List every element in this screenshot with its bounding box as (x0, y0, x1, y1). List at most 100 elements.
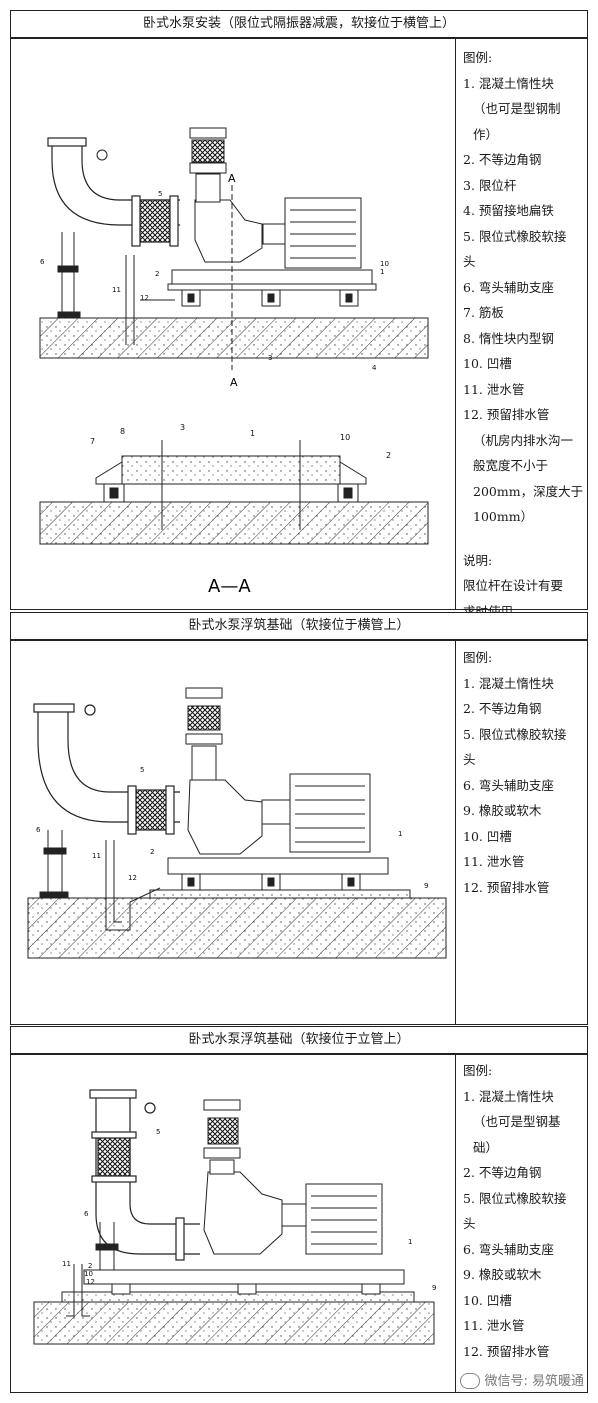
callout: 2 (150, 848, 154, 856)
section-mark: A (230, 376, 238, 389)
panel1-callouts: 5 6 2 10 1 11 12 3 4 (40, 190, 389, 372)
legend-item: 础） (473, 1139, 499, 1155)
note-line: 限位杆在设计有要 (463, 578, 564, 593)
spring-isolators (111, 1283, 381, 1295)
suction-pipe (89, 1089, 200, 1261)
legend-item: 头 (463, 752, 476, 767)
panel1-drawing: 5 6 2 10 1 11 12 3 4 A A 7 8 3 1 10 2 A—… (39, 127, 429, 597)
drain-pipe (66, 1264, 90, 1317)
callout: 9 (432, 1284, 436, 1292)
legend-item: 7. 筋板 (463, 305, 504, 320)
legend-item: 10. 凹槽 (463, 828, 512, 844)
panel3-legend: 图例: 1. 混凝土惰性块 （也可是型钢基 础） 2. 不等边角钢 5. 限位式… (463, 1058, 588, 1364)
drain-pipe (105, 840, 161, 931)
callout: 9 (424, 882, 428, 890)
panel3-callouts: 5 6 11 2 10 12 1 9 (62, 1128, 436, 1292)
legend-item: 头 (463, 254, 476, 269)
legend-item: 200mm，深度大于 (473, 483, 584, 499)
callout: 5 (156, 1128, 160, 1136)
panel3-divider (455, 1054, 456, 1393)
panel1-title: 卧式水泵安装（限位式隔振器减震，软接位于横管上） (10, 10, 588, 38)
callout: 1 (380, 268, 384, 276)
legend-item: 5. 限位式橡胶软接 (463, 726, 567, 742)
legend-item: 1. 混凝土惰性块 (463, 75, 554, 91)
panel2-title: 卧式水泵浮筑基础（软接位于横管上） (10, 612, 588, 640)
callout: 8 (120, 427, 125, 436)
callout: 2 (155, 270, 159, 278)
legend-item: 6. 弯头辅助支座 (463, 1241, 554, 1257)
legend-item: 11. 泄水管 (463, 381, 525, 397)
spring-isolators (181, 289, 359, 307)
inertia-block (83, 1269, 405, 1285)
callout: 11 (92, 852, 101, 860)
motor (281, 1183, 383, 1255)
section-mark: A (228, 172, 236, 185)
legend-item: 11. 泄水管 (463, 854, 525, 869)
callout: 11 (112, 286, 121, 294)
callout: 1 (408, 1238, 412, 1246)
callout: 10 (84, 1270, 93, 1278)
legend-item: 1. 混凝土惰性块 (463, 1088, 554, 1104)
section-inertia-block (121, 455, 341, 485)
callout: 6 (84, 1210, 89, 1218)
legend-item: 6. 弯头辅助支座 (463, 279, 554, 295)
callout: 7 (90, 437, 95, 446)
legend-item: 4. 预留接地扁铁 (463, 203, 554, 218)
legend-item: （也可是型钢制 (473, 101, 561, 116)
callout: 10 (380, 260, 389, 268)
legend-item: 作） (473, 126, 499, 142)
watermark-text: 微信号: 易筑暖通 (484, 1373, 584, 1389)
legend-title: 图例: (463, 1063, 493, 1078)
panel2-drawing: 6 5 11 2 12 1 9 (27, 687, 447, 959)
note-title: 说明: (463, 552, 493, 568)
elbow-support (57, 232, 81, 319)
section-label: A—A (208, 576, 251, 597)
panel2-callouts: 6 5 11 2 12 1 9 (36, 766, 428, 890)
callout: 2 (386, 451, 391, 460)
panel1-divider (455, 38, 456, 610)
drain-pipe (96, 149, 175, 345)
inertia-block (167, 857, 389, 875)
panel2-legend: 图例: 1. 混凝土惰性块 2. 不等边角钢 5. 限位式橡胶软接 头 6. 弯… (463, 645, 588, 900)
legend-item: 头 (463, 1216, 476, 1231)
callout: 12 (140, 294, 149, 302)
callout: 2 (88, 1262, 92, 1270)
section-isolators (95, 461, 367, 503)
legend-title: 图例: (463, 50, 493, 65)
callout: 5 (158, 190, 162, 198)
legend-item: 9. 橡胶或软木 (463, 803, 542, 818)
elbow-support (95, 1222, 119, 1270)
legend-item: 8. 惰性块内型钢 (463, 330, 554, 346)
pump (189, 127, 263, 263)
callout: 3 (180, 423, 185, 432)
callout: 6 (40, 258, 45, 266)
legend-item: 2. 不等边角钢 (463, 1165, 542, 1180)
inertia-block (171, 269, 373, 285)
spring-isolators (181, 873, 361, 891)
legend-item: 2. 不等边角钢 (463, 152, 542, 167)
callout: 1 (398, 830, 402, 838)
callout: 11 (62, 1260, 71, 1268)
legend-item: 9. 橡胶或软木 (463, 1267, 542, 1282)
callout: 12 (128, 874, 137, 882)
legend-item: 6. 弯头辅助支座 (463, 777, 554, 793)
legend-title: 图例: (463, 650, 493, 665)
legend-item: 10. 凹槽 (463, 1292, 512, 1308)
legend-item: 5. 限位式橡胶软接 (463, 228, 567, 244)
panel1-legend: 图例: 1. 混凝土惰性块 （也可是型钢制 作） 2. 不等边角钢 3. 限位杆… (463, 45, 588, 624)
legend-item: 11. 泄水管 (463, 1318, 525, 1333)
legend-item: 12. 预留排水管 (463, 1343, 550, 1359)
legend-item: 12. 预留排水管 (463, 407, 550, 422)
legend-item: 12. 预留排水管 (463, 879, 550, 895)
legend-item: 2. 不等边角钢 (463, 701, 542, 716)
legend-item: （机房内排水沟一 (473, 432, 574, 448)
motor (262, 197, 362, 269)
callout: 10 (340, 433, 350, 442)
callout: 3 (268, 354, 272, 362)
panel3-title: 卧式水泵浮筑基础（软接位于立管上） (10, 1026, 588, 1054)
motor (261, 773, 371, 853)
legend-item: 1. 混凝土惰性块 (463, 675, 554, 691)
callout: 4 (372, 364, 377, 372)
wechat-icon (460, 1373, 481, 1389)
callout: 12 (86, 1278, 95, 1286)
